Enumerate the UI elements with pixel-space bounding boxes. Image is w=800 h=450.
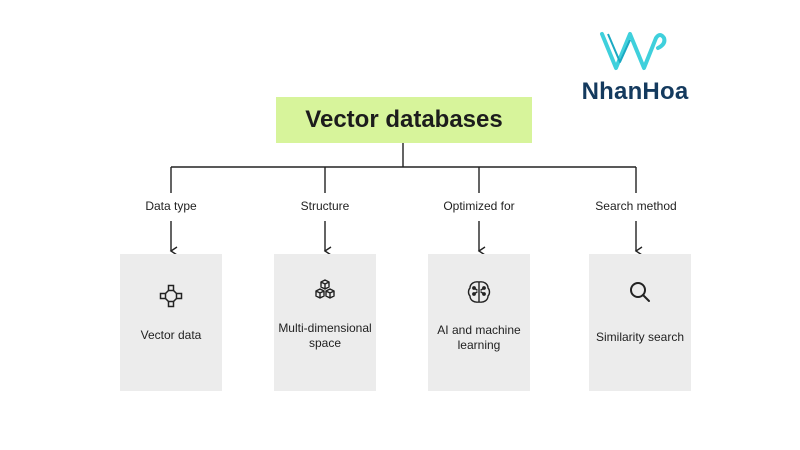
branch-label-search-method: Search method [595,199,677,213]
magnifier-icon [630,282,650,302]
branch-label-structure: Structure [300,199,350,213]
card-label-vector-data: Vector data [140,328,202,342]
card-similarity-search: Similarity search [589,254,691,391]
card-label-multi-dimensional-space: Multi-dimensional space [278,321,372,350]
card-ai-and-machine-learning: AI and machine learning [428,254,530,391]
card-label-similarity-search: Similarity search [595,330,685,344]
cubes-icon [315,279,335,299]
card-label-ai-and-machine-learning: AI and machine learning [437,323,521,352]
card-multi-dimensional-space: Multi-dimensional space [274,254,376,391]
card-vector-data: Vector data [120,254,222,391]
branch-label-data-type: Data type [145,199,197,213]
vector-nodes-icon [159,284,183,308]
branch-label-optimized-for: Optimized for [443,199,515,213]
nhanhoa-logo: NhanHoa [580,28,690,108]
root-node-vector-databases: Vector databases [276,97,532,143]
nhanhoa-wave-logo-icon [600,32,667,70]
ai-brain-icon [467,281,491,303]
logo-brand-text: NhanHoa [581,78,689,105]
